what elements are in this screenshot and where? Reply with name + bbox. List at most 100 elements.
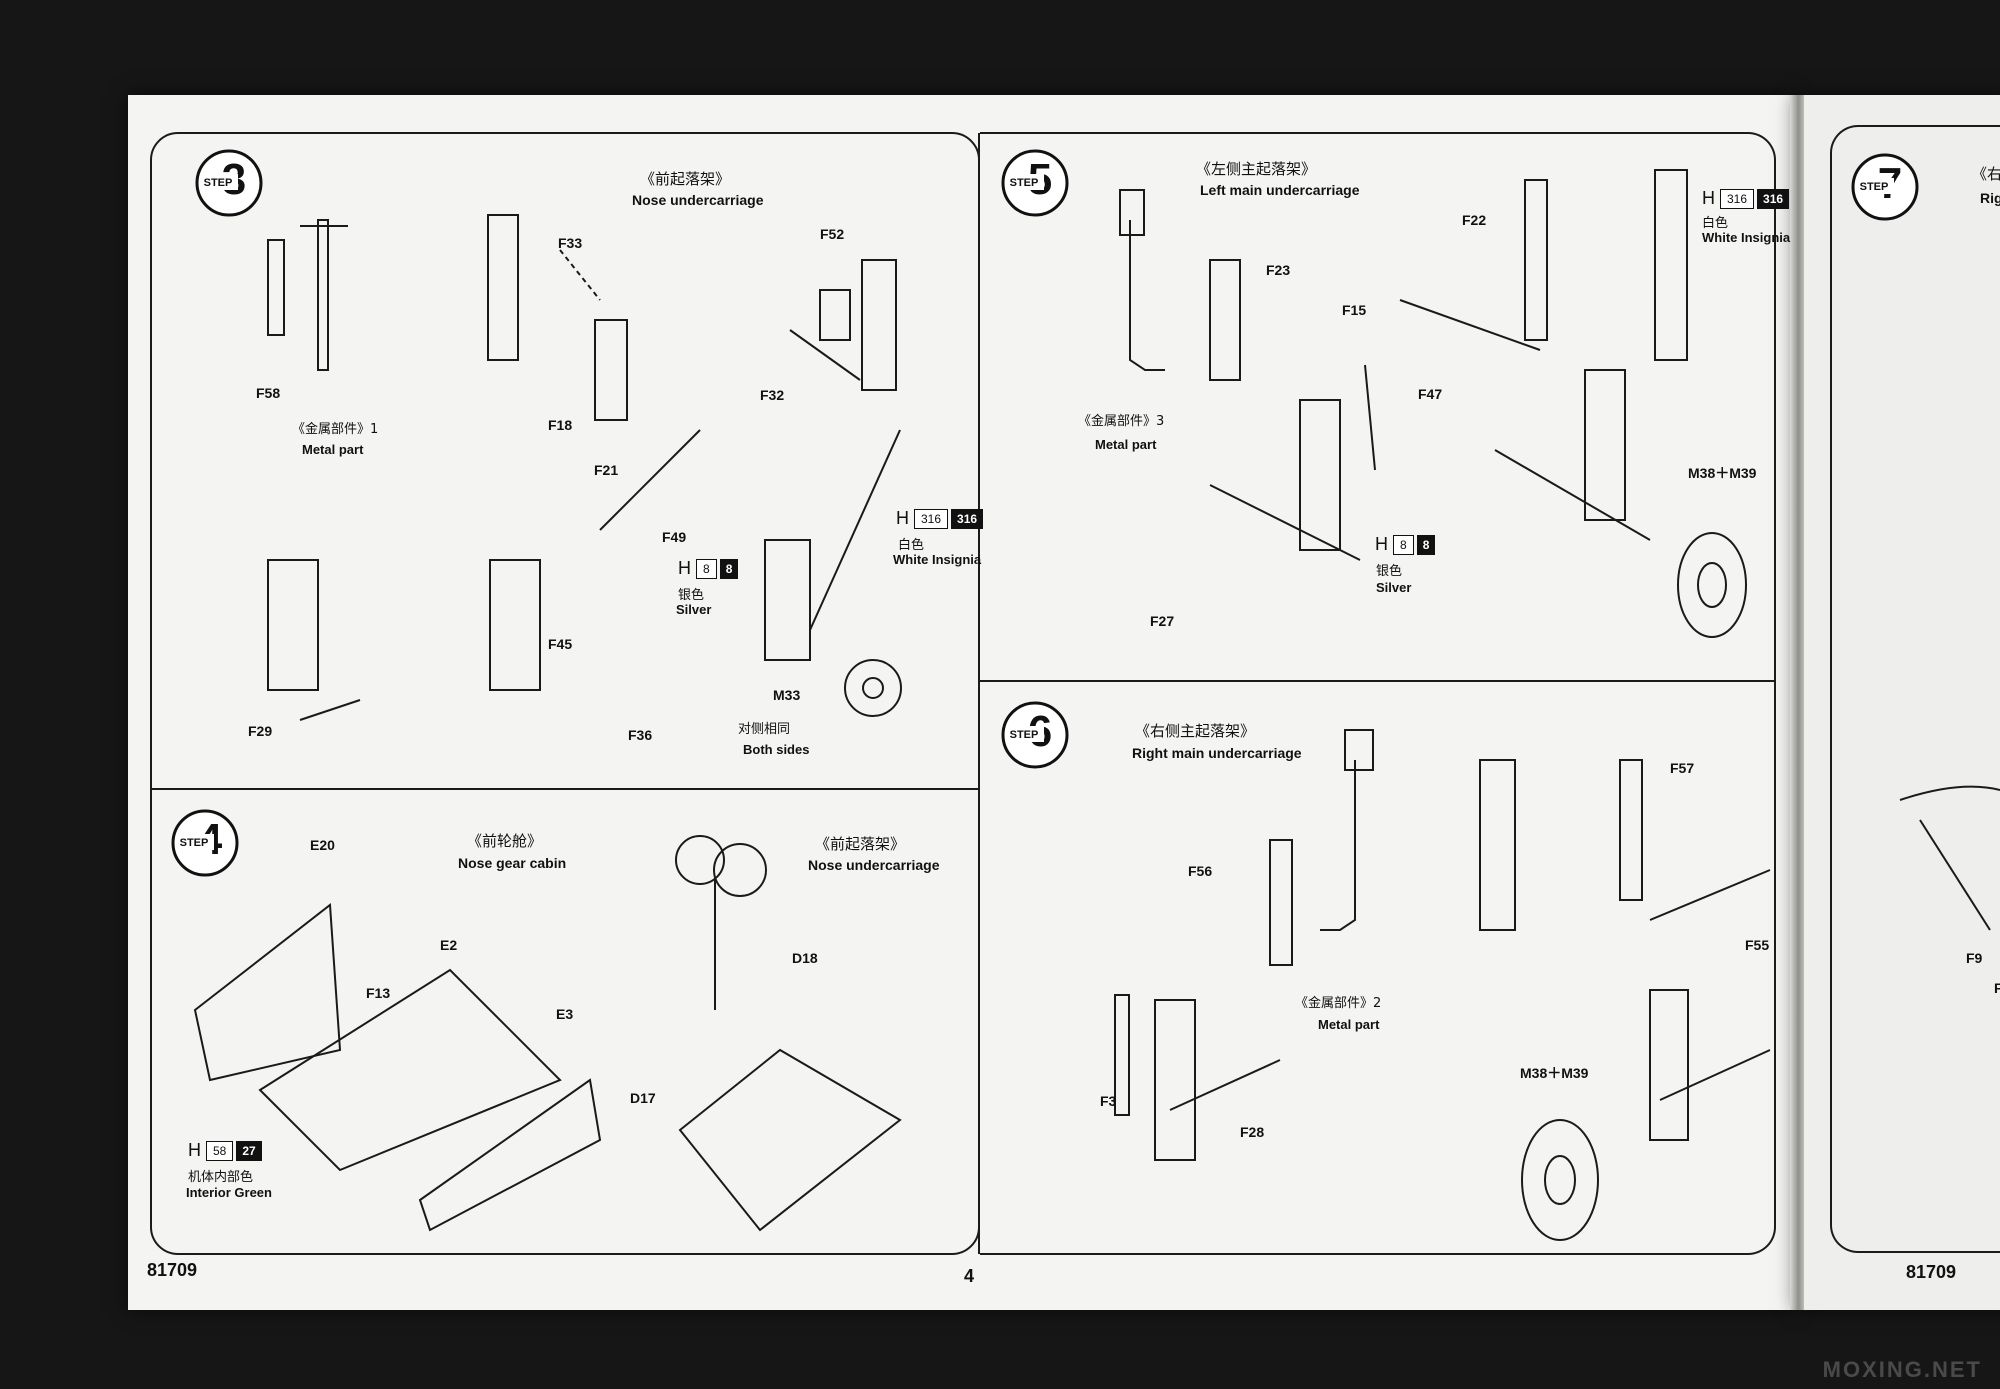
callout-f55: F55 (1745, 937, 1770, 953)
paint-white-cn-step5: 白色 (1702, 216, 1729, 231)
paint-code-white-step5: H 316 316 (1702, 188, 1790, 209)
paint-code-1: 8 (1393, 534, 1414, 555)
paint-code-silver-step5: H 8 8 (1375, 534, 1436, 555)
kit-number-right: 81709 (1906, 1262, 1957, 1282)
step-5-metal-part-cn: 《金属部件》3 (1078, 414, 1165, 429)
panel-next-page (1830, 125, 2000, 1253)
callout-e3: E3 (556, 1006, 574, 1022)
callout-f49: F49 (662, 529, 687, 545)
step-5-title-cn: 《左侧主起落架》 (1196, 160, 1317, 178)
page-number: 4 (964, 1266, 975, 1286)
paint-code-1: 8 (696, 558, 717, 579)
callout-f56: F56 (1188, 863, 1213, 879)
callout-f58: F58 (256, 385, 281, 401)
step-3-title-cn: 《前起落架》 (640, 170, 731, 188)
callout-f22: F22 (1462, 212, 1487, 228)
callout-f15: F15 (1342, 302, 1367, 318)
callout-f9: F9 (1966, 950, 1983, 966)
step-7-title-en: Rig (1980, 190, 2000, 206)
step-3-metal-part-en: Metal part (302, 442, 364, 457)
callout-f13: F13 (366, 985, 391, 1001)
step-3-metal-part-cn: 《金属部件》1 (292, 422, 379, 437)
binding-spine (1790, 95, 1804, 1310)
callout-f21: F21 (594, 462, 619, 478)
callout-f36: F36 (628, 727, 653, 743)
watermark: MOXING.NET (1822, 1357, 1982, 1382)
callout-e2: E2 (440, 937, 458, 953)
paint-code-1: 316 (914, 508, 949, 529)
paint-h-label: H (678, 558, 691, 578)
paint-code-1: 316 (1720, 188, 1755, 209)
step-4-title2-cn: 《前起落架》 (815, 835, 906, 853)
svg-text:STEP: STEP (180, 837, 209, 849)
callout-f57: F57 (1670, 760, 1695, 776)
paint-h-label: H (1702, 188, 1715, 208)
both-sides-cn: 对侧相同 (738, 722, 791, 737)
next-page (1795, 95, 2000, 1310)
callout-m38-m39-step5: M38＋M39 (1688, 465, 1757, 481)
step-6-metal-part-cn: 《金属部件》2 (1295, 996, 1382, 1011)
step-5-title-en: Left main undercarriage (1200, 182, 1360, 198)
step-6-title-cn: 《右侧主起落架》 (1135, 722, 1256, 740)
svg-text:STEP: STEP (1860, 181, 1889, 193)
panel-left-divider (151, 788, 979, 790)
callout-f27: F27 (1150, 613, 1175, 629)
both-sides-en: Both sides (743, 742, 810, 757)
callout-f-partial: F (1994, 980, 2000, 996)
step-4-title-en: Nose gear cabin (458, 855, 567, 871)
svg-text:STEP: STEP (1010, 729, 1039, 741)
step-7-badge: 7 STEP (1851, 153, 1919, 221)
panel-center-divider (978, 133, 980, 1254)
instruction-page (128, 95, 1795, 1310)
callout-f32: F32 (760, 387, 785, 403)
step-6-badge: 6 STEP (1001, 701, 1069, 769)
callout-m33: M33 (773, 687, 801, 703)
paint-silver-en-step5: Silver (1376, 580, 1412, 595)
paint-h-label: H (1375, 534, 1388, 554)
step-7-title-cn: 《右 (1972, 165, 2000, 183)
svg-text:STEP: STEP (204, 177, 233, 189)
paint-h-label: H (896, 508, 909, 528)
step-4-badge: 4 STEP (171, 809, 239, 877)
svg-text:STEP: STEP (1010, 177, 1039, 189)
callout-f28: F28 (1240, 1124, 1265, 1140)
step-5-badge: 5 STEP (1001, 149, 1069, 217)
callout-f33: F33 (558, 235, 583, 251)
step-6-metal-part-en: Metal part (1318, 1017, 1380, 1032)
step-3-title-en: Nose undercarriage (632, 192, 764, 208)
paint-h-label: H (188, 1140, 201, 1160)
callout-f52: F52 (820, 226, 845, 242)
paint-silver-cn: 银色 (678, 588, 705, 603)
paint-interior-green-en: Interior Green (186, 1185, 272, 1200)
step-5-metal-part-en: Metal part (1095, 437, 1157, 452)
kit-number-left: 81709 (147, 1260, 198, 1280)
panel-right (980, 132, 1776, 1255)
paint-silver-en: Silver (676, 602, 712, 617)
callout-d17: D17 (630, 1090, 656, 1106)
paint-code-white-step3: H 316 316 (896, 508, 984, 529)
paint-code-2: 27 (236, 1140, 262, 1161)
step-6-title-en: Right main undercarriage (1132, 745, 1302, 761)
callout-f45: F45 (548, 636, 573, 652)
strut-part (267, 239, 285, 336)
callout-e20: E20 (310, 837, 335, 853)
paint-white-en: White Insignia (893, 552, 982, 567)
paint-code-2: 316 (951, 508, 984, 529)
callout-f23: F23 (1266, 262, 1291, 278)
panel-right-divider (980, 680, 1775, 682)
paint-code-silver-step3: H 8 8 (678, 558, 739, 579)
paint-white-cn: 白色 (898, 538, 925, 553)
paint-silver-cn-step5: 银色 (1376, 564, 1403, 579)
paint-white-en-step5: White Insignia (1702, 230, 1791, 245)
callout-m38-m39-step6: M38＋M39 (1520, 1065, 1589, 1081)
paint-interior-green-cn: 机体内部色 (188, 1170, 254, 1185)
callout-f29: F29 (248, 723, 273, 739)
step-4-title-cn: 《前轮舱》 (467, 832, 543, 850)
callout-d18: D18 (792, 950, 818, 966)
paint-code-2: 316 (1757, 188, 1790, 209)
callout-f47: F47 (1418, 386, 1443, 402)
callout-f3: F3 (1100, 1093, 1117, 1109)
paint-code-1: 58 (206, 1140, 234, 1161)
callout-f18: F18 (548, 417, 573, 433)
